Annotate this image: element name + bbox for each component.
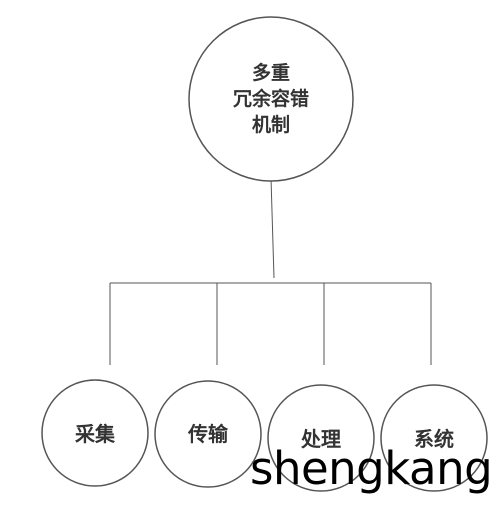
root-label-line-2: 冗余容错 — [233, 87, 309, 110]
child-label-1: 采集 — [75, 422, 116, 446]
child-node-3: 处理 — [267, 384, 375, 492]
root-label-line-1: 多重 — [252, 61, 290, 84]
child-label-2: 传输 — [187, 422, 229, 446]
root-node: 多重 冗余容错 机制 — [188, 16, 354, 182]
child-node-4: 系统 — [380, 384, 488, 492]
child-node-2: 传输 — [154, 380, 262, 488]
child-node-1: 采集 — [41, 379, 149, 487]
root-stem — [270, 177, 275, 279]
child-label-4: 系统 — [414, 427, 454, 451]
root-circle — [188, 16, 354, 182]
root-label-line-3: 机制 — [252, 113, 290, 136]
child-circle-3 — [267, 384, 375, 492]
child-label-3: 处理 — [300, 427, 341, 451]
watermark-text: shengkang — [250, 442, 493, 495]
child-circle-2 — [154, 380, 262, 488]
child-circle-1 — [41, 379, 149, 487]
child-circle-4 — [380, 384, 488, 492]
